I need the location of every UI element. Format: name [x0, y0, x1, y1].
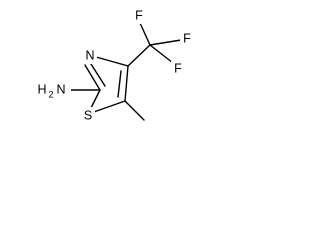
amine-subscript: 2: [48, 89, 53, 99]
bonds: [69, 22, 182, 121]
f-top-label: F: [135, 8, 143, 22]
bond-c4-c5-inner: [117, 70, 122, 98]
bond-cf3-f-right: [149, 39, 182, 46]
f-lower-label: F: [174, 61, 182, 75]
f-lower-label-bg: [171, 61, 185, 77]
f-right-label: F: [183, 31, 191, 45]
amine-n-label: N: [56, 82, 65, 96]
bond-n3-c4: [95, 56, 129, 67]
amine-label-bg: [29, 81, 71, 99]
bond-c2-n3: [84, 64, 101, 91]
bond-c5-methyl: [124, 100, 145, 121]
ring-n-label-bg: [83, 48, 97, 64]
ring-n-label: N: [85, 48, 94, 62]
atom-labels: H 2 N N S F F F: [29, 8, 194, 123]
bond-c2-n3-inner: [90, 63, 106, 87]
bond-c4-c5: [124, 65, 129, 102]
chemical-structure: H 2 N N S F F F: [29, 8, 194, 123]
bond-cf3-f-lower: [149, 44, 174, 64]
ring-s-label: S: [84, 108, 92, 122]
f-top-label-bg: [132, 8, 146, 24]
amine-h-label: H: [37, 82, 46, 96]
ring-s-label-bg: [81, 107, 95, 123]
bond-cf3-f-top: [139, 22, 151, 46]
bond-c4-cf3: [127, 44, 151, 67]
f-right-label-bg: [180, 31, 194, 47]
